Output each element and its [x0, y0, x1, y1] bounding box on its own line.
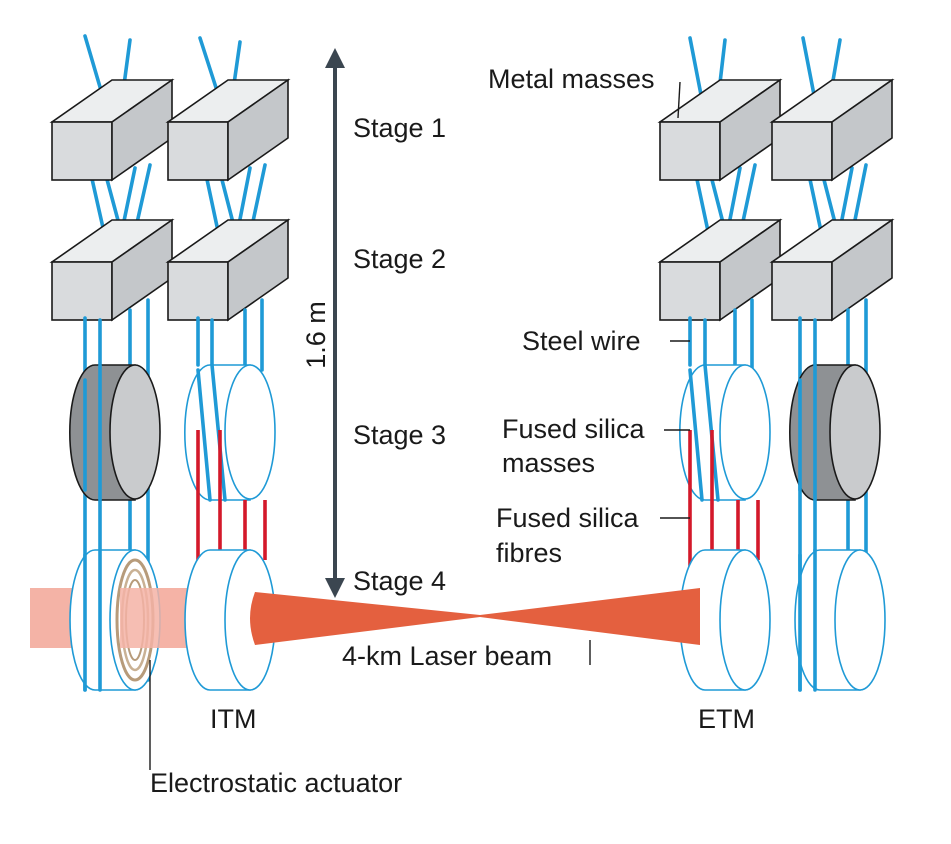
metal-mass-stage2-etm-a [657, 218, 783, 322]
itm-test-mass [184, 549, 276, 691]
metal-mass-stage2-itm-a [49, 218, 175, 322]
laser-beam [250, 588, 700, 645]
metal-mass-stage1-itm-b [165, 78, 291, 182]
leader-lines [149, 81, 690, 770]
metal-mass-stage1-itm-a [49, 78, 175, 182]
fused-silica-masses-label-2: masses [502, 448, 595, 478]
height-label: 1.6 m [301, 301, 331, 369]
steel-wire-label: Steel wire [522, 326, 641, 356]
itm-chain [49, 34, 291, 692]
stage4-label: Stage 4 [353, 566, 446, 596]
metal-mass-stage2-etm-b [769, 218, 895, 322]
fused-silica-mass-stage3-etm [679, 363, 771, 615]
fused-silica-fibres-label-1: Fused silica [496, 503, 640, 533]
metal-mass-stage1-etm-b [769, 78, 895, 182]
metal-cylinder-stage3-itm [69, 363, 161, 502]
stage1-label: Stage 1 [353, 113, 446, 143]
etm-chain [657, 36, 895, 692]
fused-silica-masses-label-1: Fused silica [502, 414, 646, 444]
height-arrow: 1.6 m [301, 48, 345, 598]
fused-silica-fibres-label-2: fibres [496, 538, 562, 568]
labels: Metal masses Stage 1 Stage 2 Steel wire … [150, 64, 755, 798]
laser-beam-label: 4-km Laser beam [342, 641, 552, 671]
etm-label: ETM [698, 704, 755, 734]
etm-test-mass [679, 549, 771, 691]
metal-cylinder-stage3-etm [789, 363, 881, 502]
metal-masses-label: Metal masses [488, 64, 655, 94]
metal-mass-stage1-etm-a [657, 78, 783, 182]
etm-reaction-mass [794, 548, 886, 692]
electrostatic-actuator-label: Electrostatic actuator [150, 768, 402, 798]
itm-label: ITM [210, 704, 257, 734]
stage2-label: Stage 2 [353, 244, 446, 274]
stage3-label: Stage 3 [353, 420, 446, 450]
metal-mass-stage2-itm-b [165, 218, 291, 322]
